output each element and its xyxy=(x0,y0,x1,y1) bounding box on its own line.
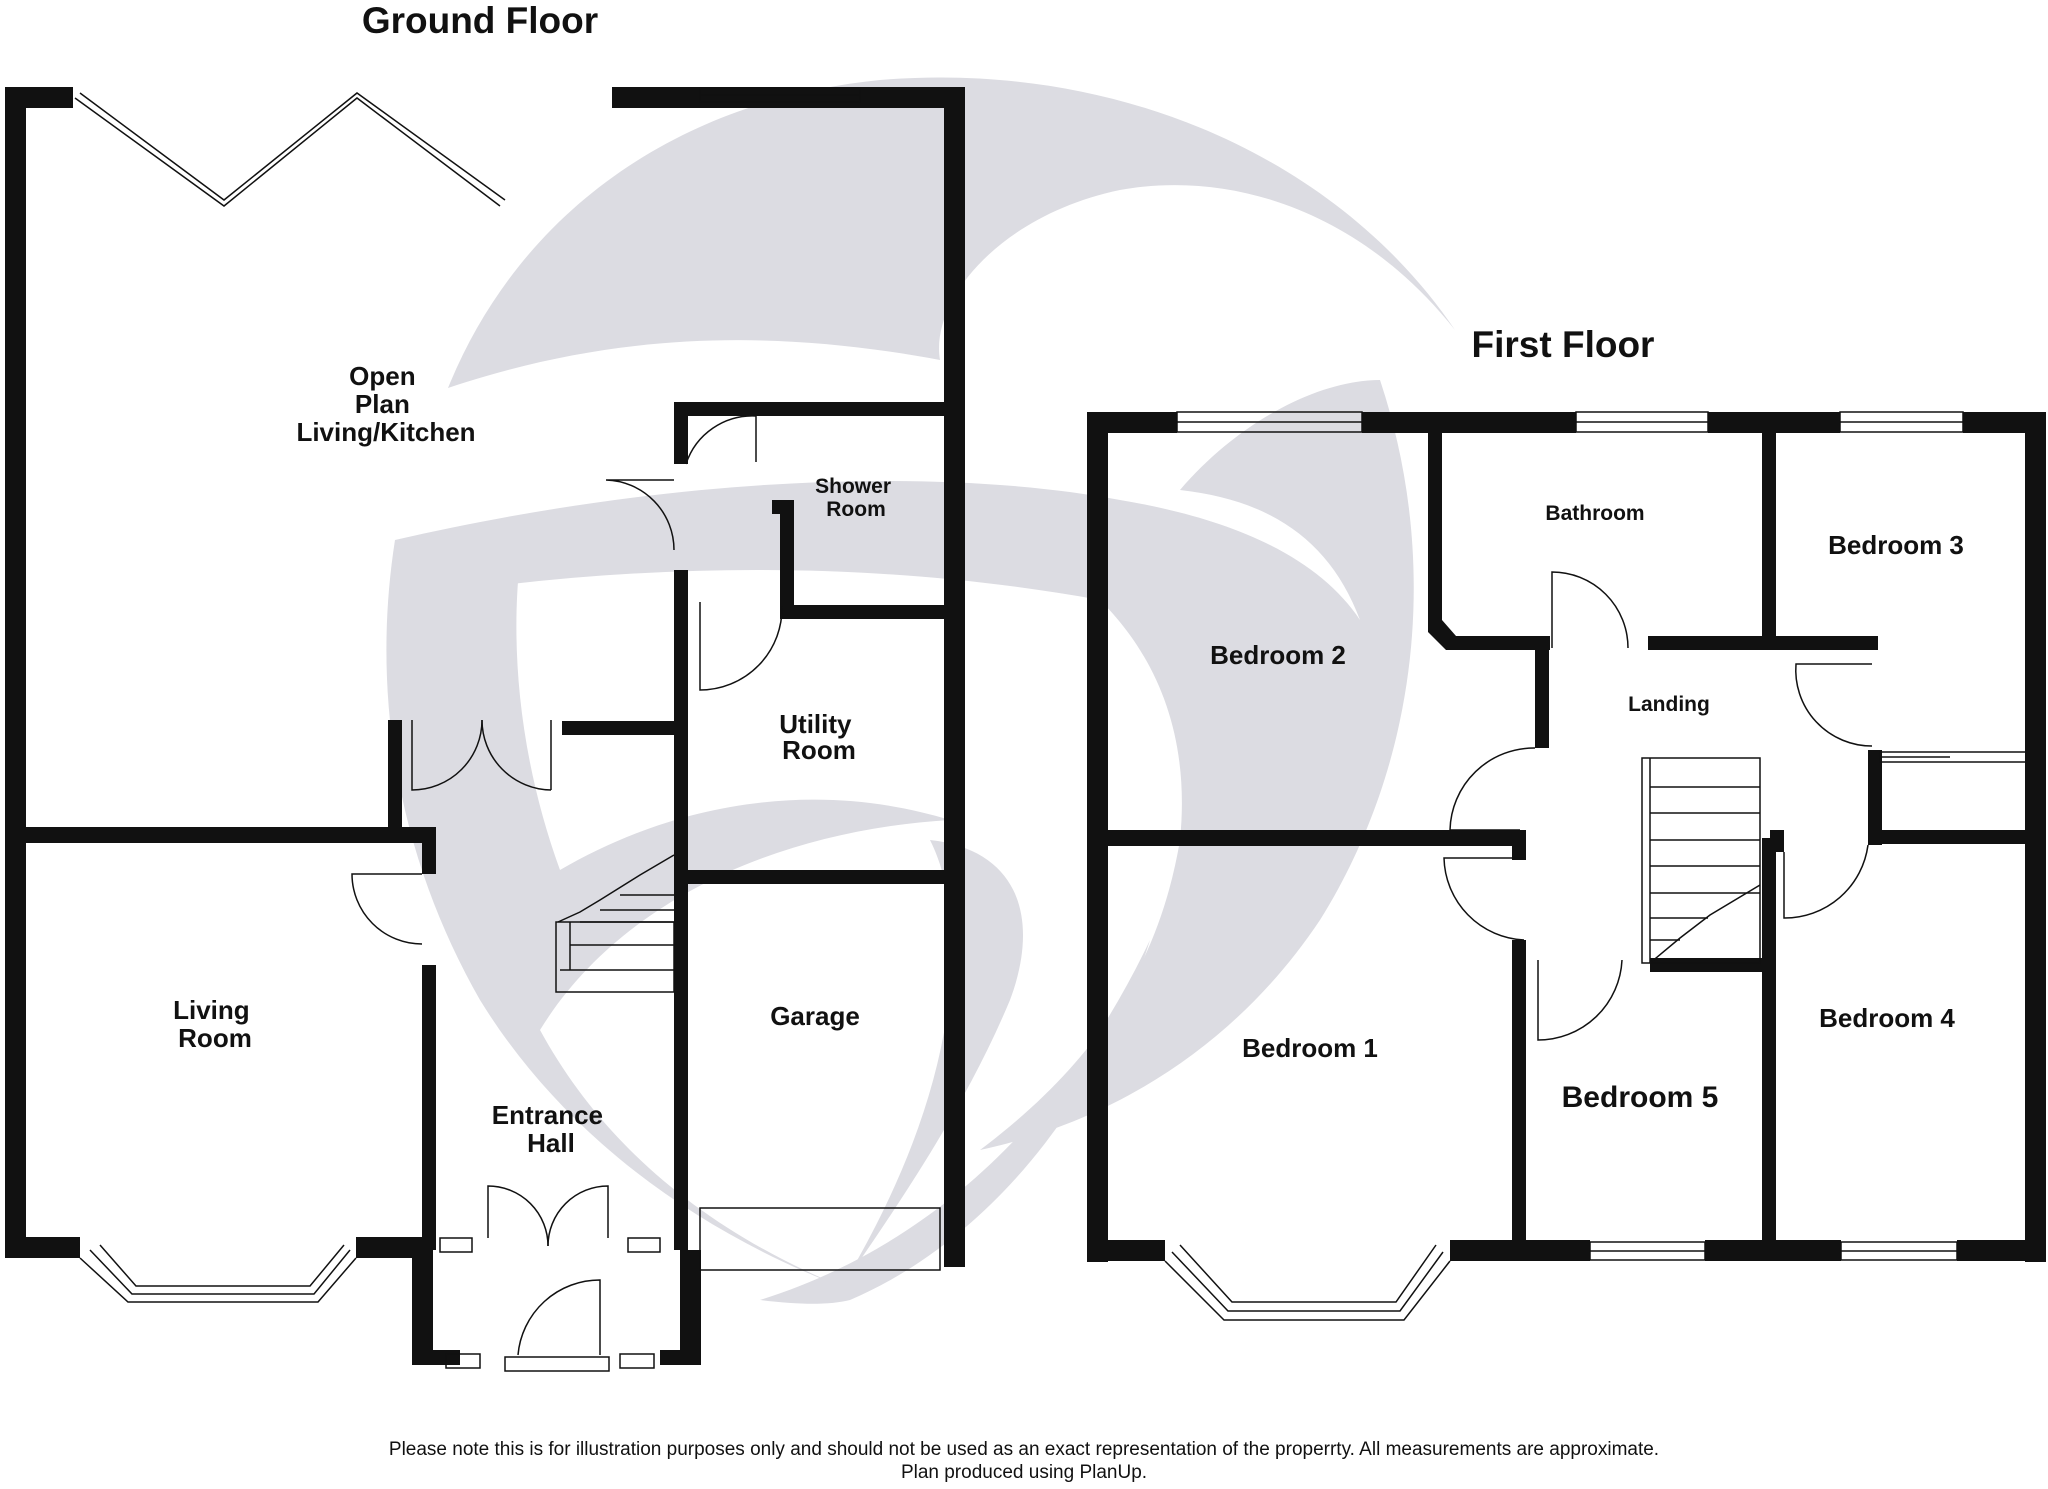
room-label-shower-room: Shower Room xyxy=(815,475,897,521)
room-label-line: Bedroom 1 xyxy=(1242,1033,1378,1063)
first-floor-title: First Floor xyxy=(1472,324,1655,365)
room-label-line: Room xyxy=(178,1023,252,1053)
watermark-swirl-left xyxy=(386,540,950,1290)
ground-floor-walls xyxy=(5,87,965,1365)
room-label-line: Living xyxy=(173,995,250,1025)
room-label-bedroom-3: Bedroom 3 xyxy=(1828,530,1964,560)
room-label-utility-room: Utility Room xyxy=(779,709,858,765)
disclaimer-text: Please note this is for illustration pur… xyxy=(388,1439,1660,1460)
room-label-line: Landing xyxy=(1628,693,1710,716)
room-label-line: Room xyxy=(782,735,856,765)
room-label-line: Room xyxy=(826,498,886,521)
ground-floor-title: Ground Floor xyxy=(362,0,598,41)
room-label-bathroom: Bathroom xyxy=(1545,502,1644,525)
room-label-line: Garage xyxy=(770,1001,860,1031)
ground-floor-fixtures xyxy=(74,87,941,1372)
disclaimer-credit: Plan produced using PlanUp. xyxy=(900,1462,1148,1483)
room-label-line: Living/Kitchen xyxy=(296,417,475,447)
first-floor-labels: Bathroom Bedroom 3 Bedroom 2 Landing Bed… xyxy=(1210,502,1964,1114)
room-label-line: Utility xyxy=(779,709,852,739)
room-label-line: Open xyxy=(349,361,415,391)
room-label-line: Hall xyxy=(527,1128,575,1158)
room-label-bedroom-4: Bedroom 4 xyxy=(1819,1003,1955,1033)
room-label-bedroom-1: Bedroom 1 xyxy=(1242,1033,1378,1063)
room-label-bedroom-5: Bedroom 5 xyxy=(1562,1081,1719,1114)
room-label-open-plan: Open Plan Living/Kitchen xyxy=(296,361,475,447)
room-label-line: Shower xyxy=(815,475,891,498)
room-label-line: Entrance xyxy=(492,1100,603,1130)
room-label-bedroom-2: Bedroom 2 xyxy=(1210,640,1346,670)
ground-floor-labels: Open Plan Living/Kitchen Shower Room Uti… xyxy=(173,361,897,1158)
watermark-swirl-mid xyxy=(395,380,1414,1150)
room-label-entrance-hall: Entrance Hall xyxy=(492,1100,611,1158)
room-label-landing: Landing xyxy=(1628,693,1710,716)
first-floor-walls xyxy=(1087,412,2046,1262)
room-label-line: Bedroom 2 xyxy=(1210,640,1346,670)
room-label-line: Bedroom 3 xyxy=(1828,530,1964,560)
room-label-living-room: Living Room xyxy=(173,995,257,1053)
watermark-swirl-tail xyxy=(840,840,1024,1290)
room-label-line: Bedroom 5 xyxy=(1562,1081,1719,1114)
room-label-line: Bedroom 4 xyxy=(1819,1003,1955,1033)
room-label-line: Plan xyxy=(355,389,410,419)
room-label-line: Bathroom xyxy=(1545,502,1644,525)
first-floor-fixtures xyxy=(1164,411,2027,1321)
room-label-garage: Garage xyxy=(770,1001,860,1031)
